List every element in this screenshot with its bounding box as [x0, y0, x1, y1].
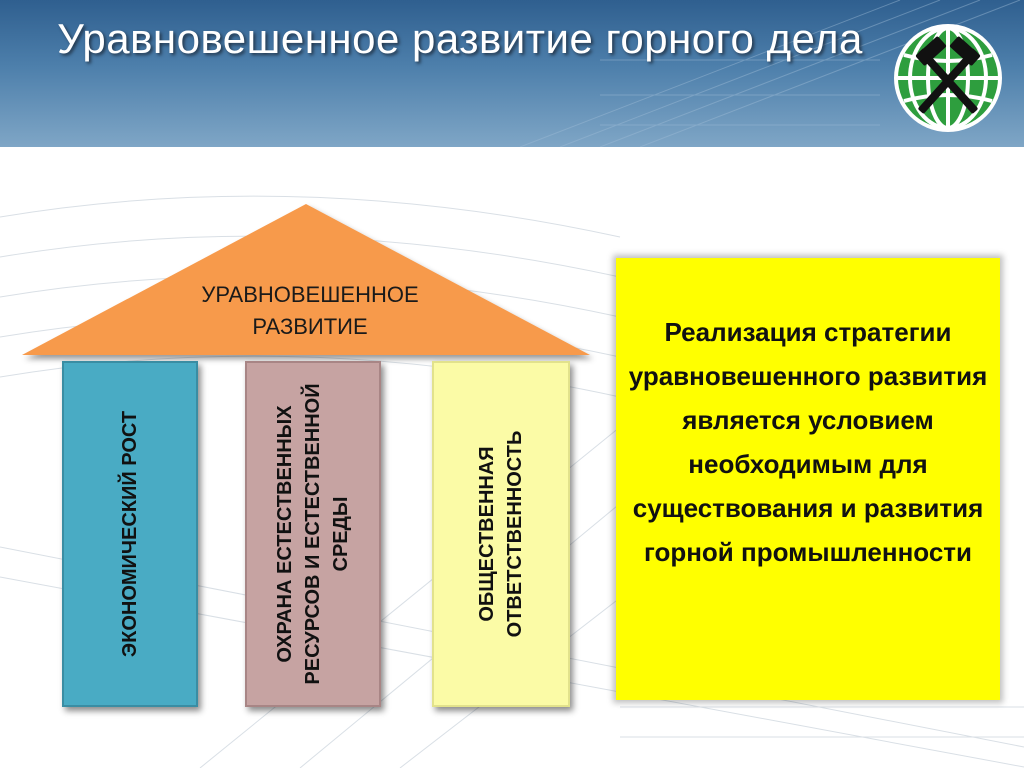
roof-label: УРАВНОВЕШЕННОЕ РАЗВИТИЕ [201, 282, 419, 339]
pillar-resource-protection: ОХРАНА ЕСТЕСТВЕННЫХ РЕСУРСОВ И ЕСТЕСТВЕН… [245, 361, 381, 707]
pillar-label: ЭКОНОМИЧЕСКИЙ РОСТ [119, 410, 141, 658]
page-title: Уравновешенное развитие горного дела [57, 15, 863, 62]
header-banner: Уравновешенное развитие горного дела [0, 0, 1024, 147]
pillar-label: ОХРАНА ЕСТЕСТВЕННЫХ РЕСУРСОВ И ЕСТЕСТВЕН… [274, 383, 352, 685]
statement-text: Реализация стратегии уравновешенного раз… [628, 317, 988, 567]
pillar-economic-growth: ЭКОНОМИЧЕСКИЙ РОСТ [62, 361, 198, 707]
pillar-social-responsibility: ОБЩЕСТВЕННАЯ ОТВЕТСТВЕННОСТЬ [432, 361, 570, 707]
statement-box: Реализация стратегии уравновешенного раз… [616, 258, 1000, 700]
pillar-label: ОБЩЕСТВЕННАЯ ОТВЕТСТВЕННОСТЬ [476, 430, 526, 638]
header-background-lines [519, 0, 1021, 147]
crossed-hammers-globe-icon [894, 24, 1002, 132]
